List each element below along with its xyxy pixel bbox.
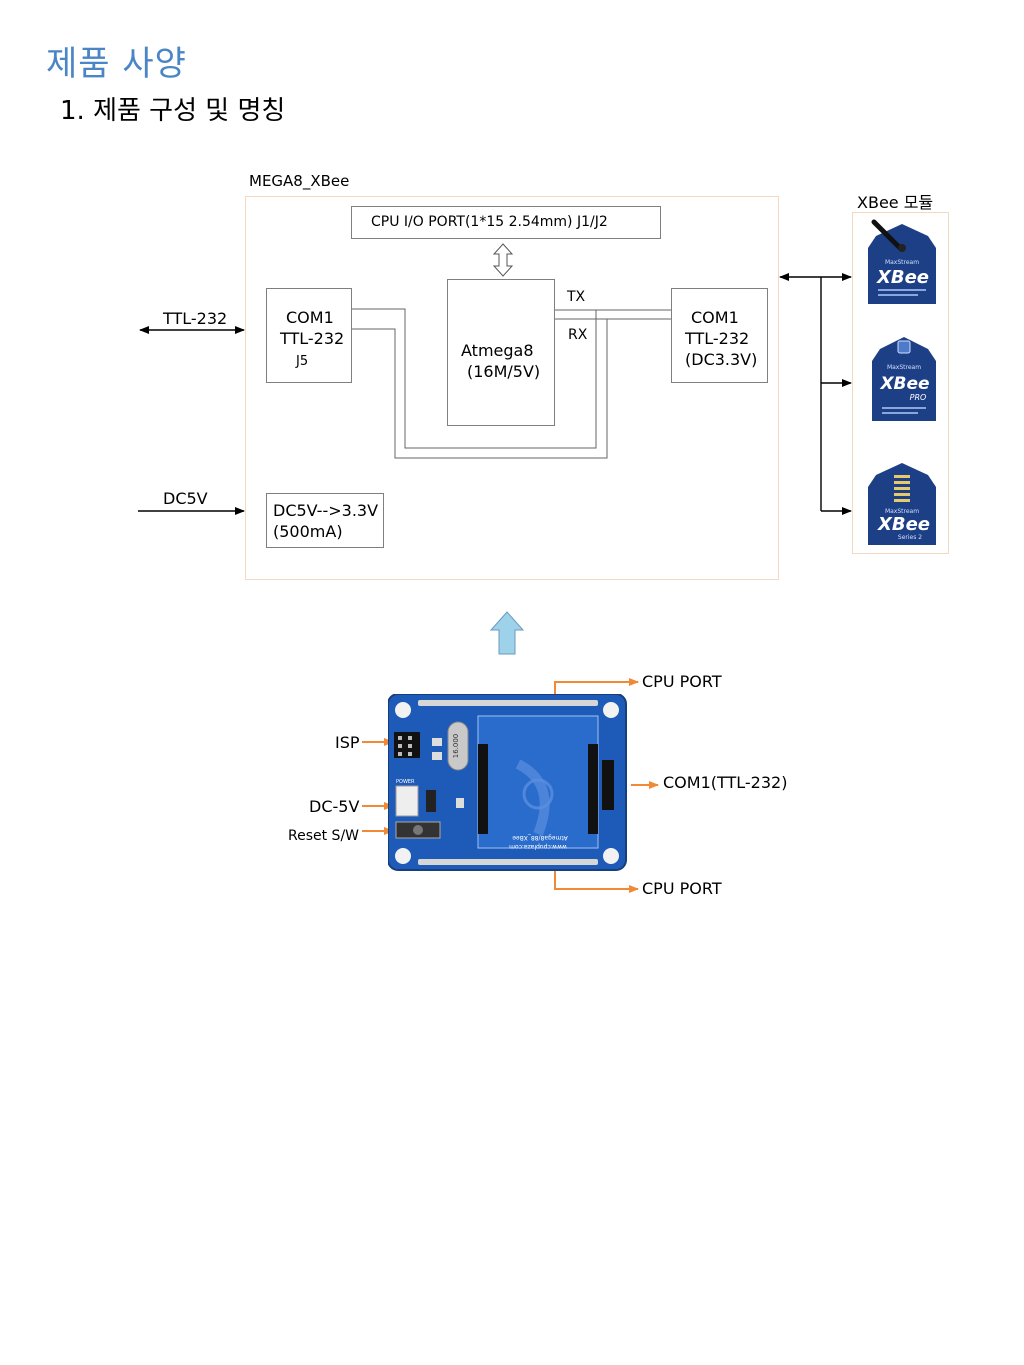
- cpu-port-top-arrow: [554, 678, 639, 697]
- mcu-line2: (16M/5V): [467, 362, 541, 381]
- board-name-label: MEGA8_XBee: [249, 172, 350, 190]
- com1-right-line2: TTL-232: [685, 329, 750, 348]
- mcu-box: Atmega8 (16M/5V): [447, 279, 555, 426]
- cpu-port-top-label: CPU PORT: [642, 672, 722, 691]
- regulator-line1: DC5V-->3.3V: [273, 501, 379, 520]
- site-silk: www.cpuplaza.com: [509, 843, 567, 850]
- xbee-2-variant: PRO: [910, 393, 927, 402]
- dc5v-label: DC-5V: [309, 797, 360, 816]
- xbee-title: XBee 모듈: [857, 193, 934, 212]
- xbee-3-brand: MaxStream: [885, 508, 919, 515]
- xbee-3-name: XBee: [877, 514, 930, 535]
- mcu-line1: Atmega8: [461, 341, 534, 360]
- page-title: 제품 사양: [46, 44, 187, 84]
- xbee-1-brand: MaxStream: [885, 259, 919, 266]
- com1-label: COM1(TTL-232): [663, 773, 788, 792]
- up-arrow: [489, 611, 525, 655]
- com1-right-box: COM1 TTL-232 (DC3.3V): [671, 288, 768, 383]
- cpu-mcu-bus-arrow: [492, 243, 514, 277]
- section-heading: 1. 제품 구성 및 명칭: [60, 96, 286, 126]
- ext-ttl-label: TTL-232: [163, 309, 228, 328]
- xbee-module-2-icon: MaxStream XBee PRO: [872, 337, 936, 421]
- xbee-2-name: XBee: [879, 374, 929, 394]
- com1-right-line1: COM1: [691, 308, 739, 327]
- regulator-box: DC5V-->3.3V (500mA): [266, 493, 384, 548]
- board-photo: 16.000 POWER www.cpuplaza.com Atmega8/88…: [388, 694, 627, 871]
- cpu-port-bottom-arrow: [554, 871, 639, 893]
- xbee-frame: [852, 212, 949, 554]
- tx-label: TX: [567, 289, 586, 305]
- cpu-port-label: CPU I/O PORT(1*15 2.54mm) J1/J2: [371, 214, 608, 230]
- com1-left-line2: TTL-232: [280, 329, 345, 348]
- com1-left-line1: COM1: [286, 308, 334, 327]
- board-block-frame: [245, 196, 779, 580]
- xbee-2-brand: MaxStream: [887, 364, 921, 371]
- cpu-port-box: CPU I/O PORT(1*15 2.54mm) J1/J2: [351, 206, 661, 239]
- xbee-module-1-icon: MaxStream XBee: [868, 219, 936, 304]
- xbee-3-variant: Series 2: [898, 534, 922, 541]
- rx-label: RX: [568, 327, 588, 343]
- com1-left-line3: J5: [296, 354, 309, 369]
- isp-label: ISP: [335, 733, 360, 752]
- power-silk: POWER: [396, 779, 415, 785]
- model-silk: Atmega8/88_XBee: [512, 834, 568, 841]
- xbee-1-name: XBee: [876, 267, 929, 288]
- xbee-module-3-icon: MaxStream XBee Series 2: [868, 463, 936, 545]
- com1-right-line3: (DC3.3V): [685, 350, 758, 369]
- reset-switch-label: Reset S/W: [288, 828, 360, 844]
- ext-dc-label: DC5V: [163, 489, 208, 508]
- cpu-port-bottom-label: CPU PORT: [642, 879, 722, 898]
- com1-left-box: COM1 TTL-232 J5: [266, 288, 352, 383]
- regulator-line2: (500mA): [273, 522, 343, 541]
- crystal-label: 16.000: [452, 734, 460, 759]
